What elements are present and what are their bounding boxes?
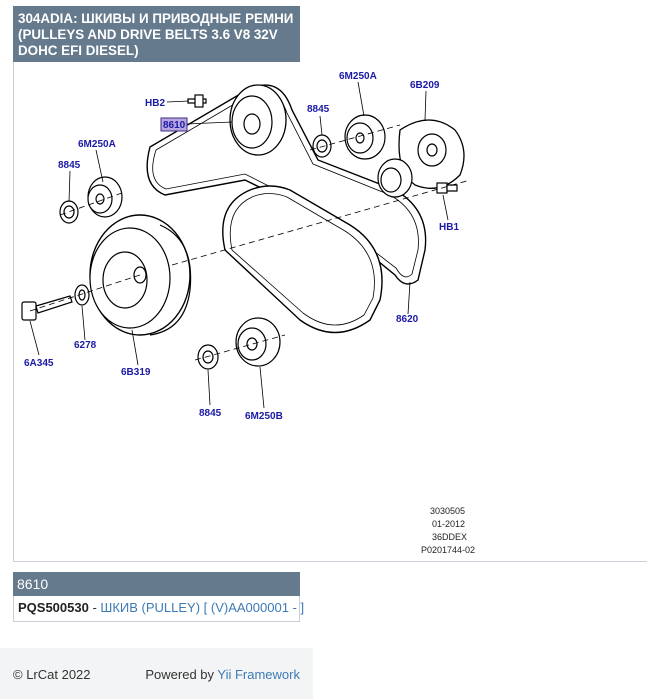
part-number: PQS500530 [18,600,89,615]
callout-hb2[interactable]: HB2 [145,98,165,109]
callout-8845-bottom[interactable]: 8845 [199,408,222,419]
diagram-publication-id: P0201744-02 [421,545,475,555]
callout-6a345[interactable]: 6A345 [24,358,54,369]
callout-6m250b[interactable]: 6M250B [245,411,283,422]
diagram-ref-number: 3030505 [430,506,465,516]
callout-8845-left[interactable]: 8845 [58,160,81,171]
callout-6m250a-left[interactable]: 6M250A [78,139,116,150]
callout-8845-top[interactable]: 8845 [307,104,330,115]
selected-part-header: 8610 [13,572,300,596]
callout-6b209[interactable]: 6B209 [410,80,440,91]
callout-6m250a-top[interactable]: 6M250A [339,71,377,82]
diagram-code: 36DDEX [432,532,467,542]
footer: © LrCat 2022 Powered by Yii Framework [0,648,313,699]
part-row: PQS500530 - ШКИВ (PULLEY) [ (V)AA000001 … [13,596,304,622]
selected-part-highlight [160,117,188,132]
callout-hb1[interactable]: HB1 [439,222,459,233]
part-description-link[interactable]: ШКИВ (PULLEY) [ (V)AA000001 - ] [100,600,305,615]
diagram-date: 01-2012 [432,519,465,529]
callout-6278[interactable]: 6278 [74,340,97,351]
page-title: 304ADIA: ШКИВЫ И ПРИВОДНЫЕ РЕМНИ (PULLEY… [13,6,300,62]
callout-6b319[interactable]: 6B319 [121,367,151,378]
powered-by: Powered by Yii Framework [145,667,300,682]
powered-prefix: Powered by [145,667,218,682]
framework-link[interactable]: Yii Framework [217,667,300,682]
diagram-frame [13,62,647,562]
callout-8620[interactable]: 8620 [396,314,419,325]
callout-8610[interactable]: 8610 [163,120,186,131]
part-separator: - [88,600,101,615]
parts-diagram: HB2 8610 6M250A 8845 6M250A 8845 6B209 H… [21,71,475,555]
copyright: © LrCat 2022 [13,667,91,682]
